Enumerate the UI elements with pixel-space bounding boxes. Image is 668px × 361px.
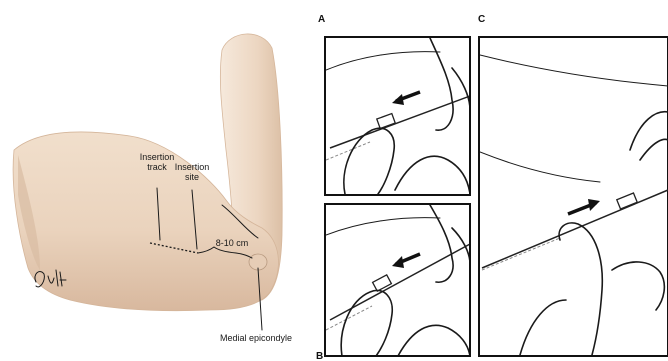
panel-letter-c: C [478, 14, 485, 25]
panel-letter-a: A [318, 14, 325, 25]
insertion-site-label-line2: site [185, 172, 199, 182]
insertion-track-label-line1: Insertion [140, 152, 175, 162]
arm-illustration: Insertion track Insertion site 8-10 cm M… [13, 34, 292, 343]
insertion-site-label-line1: Insertion [175, 162, 210, 172]
panel-c [479, 37, 668, 356]
medial-epicondyle-label: Medial epicondyle [220, 333, 292, 343]
panel-b [325, 204, 470, 356]
panel-letter-b: B [316, 351, 323, 361]
insertion-track-label-line2: track [147, 162, 167, 172]
panel-a [325, 37, 470, 195]
distance-label: 8-10 cm [216, 238, 249, 248]
